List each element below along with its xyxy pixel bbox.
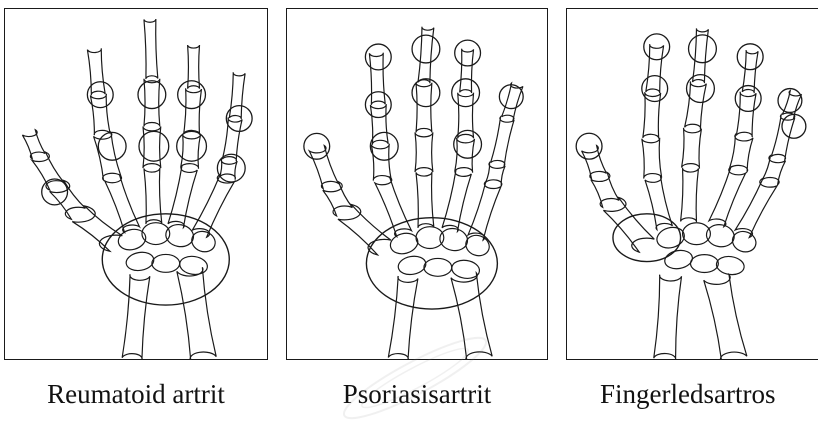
finger-bone: [709, 167, 746, 227]
finger-bone: [763, 156, 786, 185]
carpal-bone: [715, 255, 745, 277]
carpal-bone: [705, 223, 736, 249]
caption-rheumatoid-arthritis: Reumatoid artrit: [0, 376, 272, 412]
finger-bone: [184, 88, 202, 134]
finger-bone: [685, 82, 707, 130]
wrist-highlight-ring: [102, 214, 229, 305]
finger-bone: [416, 83, 432, 133]
finger-bone: [22, 130, 45, 159]
finger-bone: [369, 53, 385, 105]
finger-bone: [468, 181, 501, 240]
finger-bone: [682, 128, 702, 169]
finger-bone: [72, 206, 122, 251]
finger-bone: [442, 170, 471, 231]
carpal-bone: [663, 248, 694, 270]
caption-osteoarthritis-fingers: Fingerledsartros: [560, 376, 818, 412]
finger-bone: [144, 79, 160, 127]
hand-diagram-rheumatoid: [5, 9, 267, 359]
finger-bone: [416, 172, 434, 228]
finger-bone: [645, 176, 672, 229]
joint-highlight-ring: [644, 34, 670, 60]
finger-bone: [192, 174, 234, 237]
wrist-highlight-ring: [366, 218, 497, 309]
panel-osteoarthritis-fingers: [566, 8, 818, 360]
ulna-bone: [122, 274, 150, 359]
finger-bone: [415, 132, 433, 172]
carpal-bone: [451, 259, 481, 281]
joint-highlight-ring: [452, 79, 480, 107]
finger-bone: [309, 146, 338, 189]
finger-bone: [375, 177, 412, 237]
finger-bone: [681, 168, 699, 222]
panel-rheumatoid-arthritis: [4, 8, 268, 360]
carpal-bone: [125, 250, 155, 272]
carpal-bone: [730, 228, 759, 255]
joint-highlight-ring: [138, 81, 166, 109]
finger-bone: [735, 178, 777, 237]
radius-bone: [704, 275, 747, 359]
finger-bone: [323, 182, 353, 216]
finger-bone: [181, 134, 201, 169]
carpal-bone: [397, 254, 427, 276]
finger-bone: [642, 138, 662, 179]
hand-diagram-osteoarthritis: [567, 9, 818, 359]
carpal-bone: [116, 226, 148, 252]
finger-bone: [643, 92, 661, 138]
finger-bone: [229, 72, 245, 119]
hand-diagram-psoriatic: [287, 9, 547, 359]
finger-bone: [455, 138, 475, 173]
finger-bone: [486, 163, 506, 186]
finger-bone: [371, 144, 391, 181]
finger-bone: [87, 48, 105, 95]
finger-bone: [460, 49, 474, 93]
finger-bone: [94, 132, 121, 180]
joint-highlight-ring: [365, 92, 391, 118]
carpal-bone: [691, 255, 719, 273]
ulna-bone: [654, 275, 682, 359]
joint-highlight-ring: [226, 106, 252, 132]
finger-bone: [32, 152, 63, 190]
ulna-bone: [388, 276, 418, 359]
joint-highlight-ring: [689, 35, 717, 63]
finger-bone: [729, 135, 753, 172]
joint-highlight-ring: [370, 132, 398, 160]
joint-highlight-ring: [412, 35, 440, 63]
finger-bone: [338, 204, 391, 254]
joint-highlight-ring: [139, 131, 169, 161]
finger-bone: [591, 173, 619, 208]
finger-bone: [603, 197, 654, 252]
radius-bone: [177, 267, 216, 359]
panel-psoriatic-arthritis: [286, 8, 548, 360]
finger-bone: [50, 180, 86, 219]
finger-bone: [582, 146, 607, 179]
carpal-bone: [189, 228, 218, 255]
carpal-bone: [438, 226, 469, 252]
carpal-bone: [164, 222, 195, 248]
joint-highlight-ring: [455, 40, 481, 66]
finger-bone: [646, 44, 664, 93]
finger-bone: [105, 175, 140, 232]
joint-highlight-ring: [737, 44, 763, 70]
finger-bone: [144, 19, 158, 79]
carpal-bone: [655, 224, 687, 250]
finger-bone: [491, 117, 514, 166]
carpal-bone: [152, 254, 180, 272]
joint-highlight-ring: [642, 76, 668, 102]
finger-bone: [219, 159, 237, 179]
joint-highlight-ring: [177, 131, 207, 161]
carpal-bone: [388, 230, 420, 256]
carpal-bone: [424, 258, 452, 276]
carpal-bone: [179, 255, 209, 277]
finger-bone: [90, 94, 110, 135]
joint-highlight-ring: [98, 132, 126, 160]
finger-bone: [736, 92, 756, 137]
